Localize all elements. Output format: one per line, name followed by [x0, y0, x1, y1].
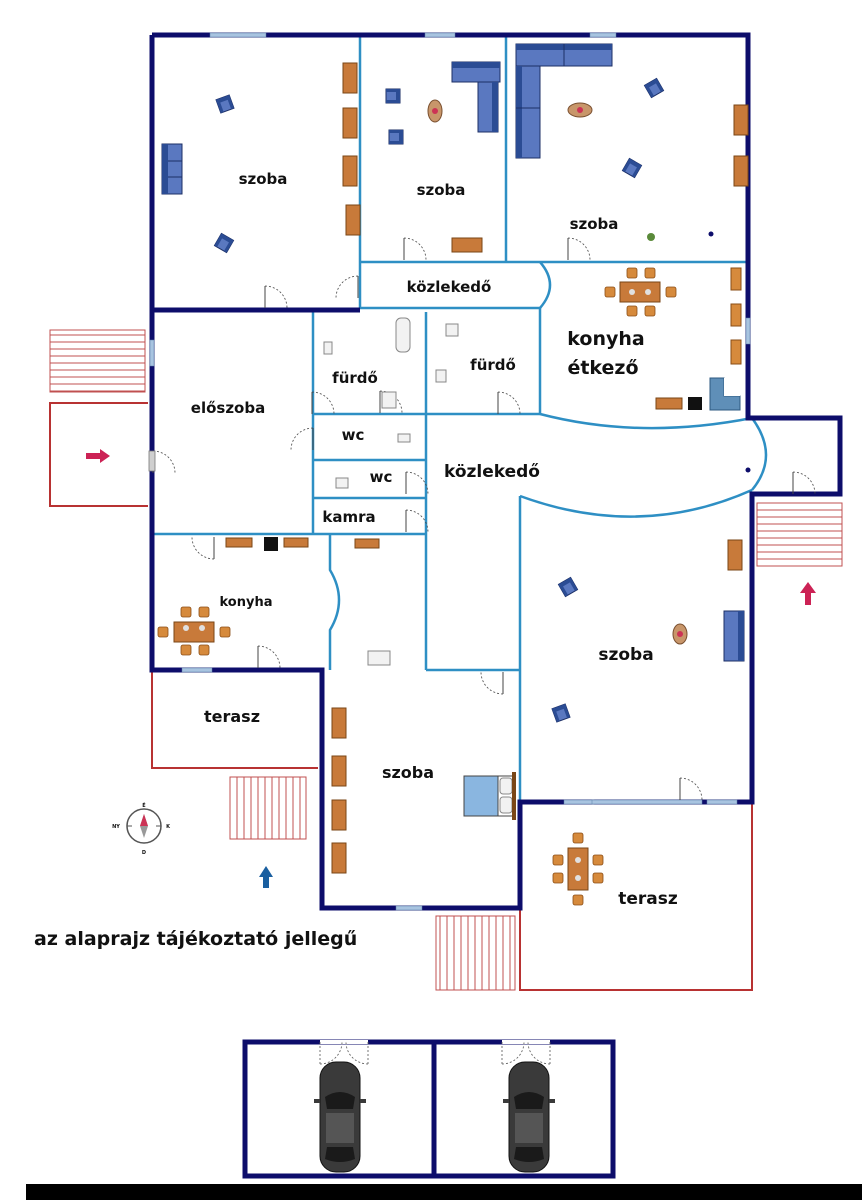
- entry-landing: [49, 402, 148, 507]
- label-konyha-etkezo-1: konyha: [567, 328, 644, 350]
- entry-arrow-icon: [86, 449, 110, 463]
- label-terasz-south: terasz: [618, 889, 678, 909]
- terrace-arrow-icon: [259, 866, 273, 888]
- footer-bar: [26, 1184, 862, 1200]
- label-wc-2: wc: [370, 468, 393, 486]
- entry-stairs-top: [49, 329, 146, 393]
- compass-south: D: [142, 850, 146, 856]
- doors: [148, 237, 816, 801]
- compass-east: K: [166, 824, 171, 830]
- garage: [242, 1039, 616, 1179]
- inner-walls: [152, 35, 768, 800]
- label-furdo-1: fürdő: [332, 369, 378, 387]
- room-labels: szoba szoba szoba közlekedő konyha étkez…: [191, 170, 678, 909]
- east-stairs: [756, 502, 843, 567]
- label-szoba-ne: szoba: [570, 215, 619, 233]
- label-wc-1: wc: [342, 426, 365, 444]
- label-furdo-2: fürdő: [470, 356, 516, 374]
- west-terrace-stairs: [229, 776, 307, 840]
- terasz-west-outline: [151, 672, 318, 769]
- compass-north: É: [142, 801, 146, 809]
- outer-walls: [149, 32, 843, 911]
- compass-west: NY: [112, 824, 120, 830]
- car-icon: [314, 1061, 366, 1173]
- label-kozlekedo-center: közlekedő: [444, 462, 540, 482]
- label-szoba-nw: szoba: [239, 170, 288, 188]
- compass-icon: É K D NY: [112, 801, 171, 856]
- east-entry-arrow-icon: [800, 582, 816, 605]
- windows: [149, 32, 751, 911]
- terraces: [49, 329, 843, 991]
- label-konyha-etkezo-2: étkező: [567, 357, 638, 379]
- south-terrace-stairs: [435, 915, 516, 991]
- terasz-south-outline: [519, 803, 753, 991]
- label-kozlekedo-north: közlekedő: [407, 278, 492, 296]
- furniture: [157, 43, 751, 906]
- label-szoba-south: szoba: [382, 763, 434, 782]
- disclaimer-note: az alaprajz tájékoztató jellegű: [34, 928, 358, 950]
- label-eloszoba: előszoba: [191, 399, 265, 417]
- car-icon-2: [503, 1061, 555, 1173]
- label-kamra: kamra: [322, 508, 375, 526]
- label-szoba-n-mid: szoba: [417, 181, 466, 199]
- label-terasz-west: terasz: [204, 707, 260, 726]
- label-konyha-small: konyha: [220, 595, 273, 610]
- label-szoba-east: szoba: [598, 645, 653, 665]
